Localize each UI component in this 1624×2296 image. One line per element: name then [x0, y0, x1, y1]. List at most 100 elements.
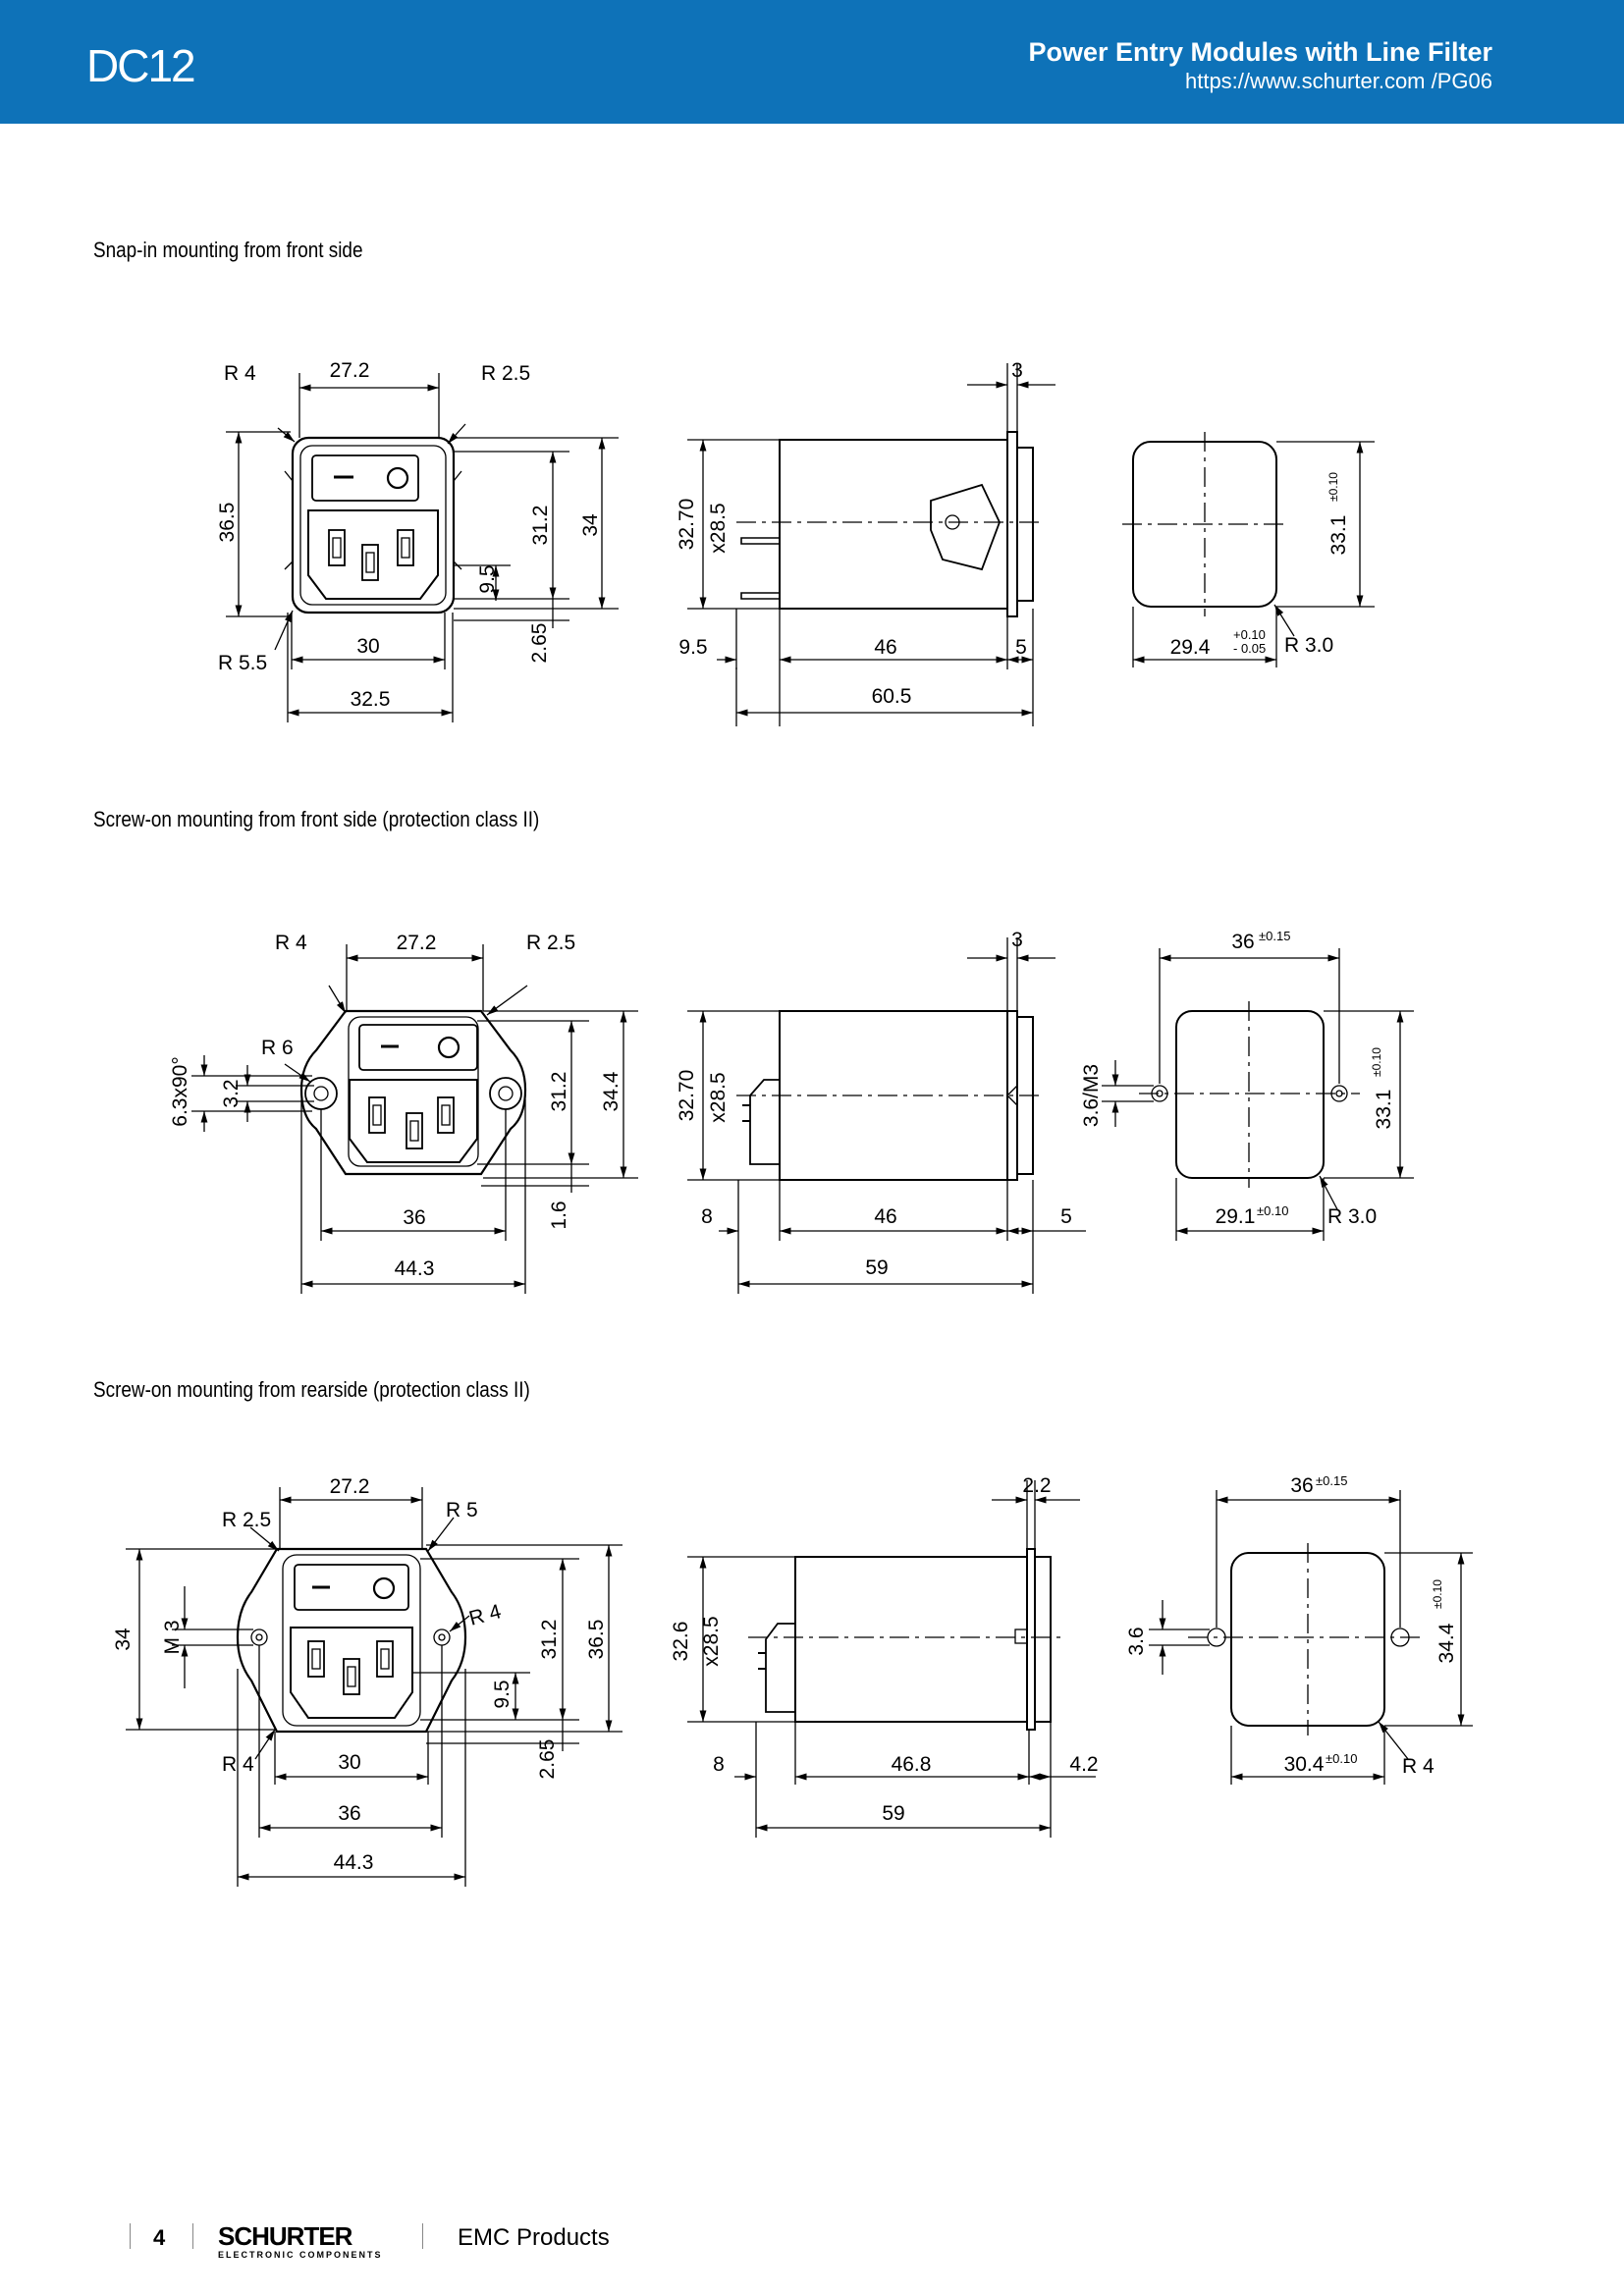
page-header: DC12 Power Entry Modules with Line Filte…: [0, 0, 1624, 124]
dim-s2-back-height-tol: ±0.10: [1370, 1047, 1383, 1077]
snapin-side-view: [736, 431, 1041, 617]
dim-s1-width-outer: 32.5: [351, 688, 391, 711]
page-number: 4: [153, 2225, 166, 2250]
dim-s3-r-top-left: R 2.5: [222, 1509, 271, 1531]
dim-s3-back-width-top-tol: ±0.15: [1316, 1473, 1347, 1488]
screwfront-back-view: [1139, 1001, 1360, 1188]
dim-s2-total-len: 59: [865, 1256, 888, 1279]
dim-s3-pin-len: 8: [713, 1753, 725, 1776]
dim-s3-height-frame: 36.5: [585, 1620, 608, 1660]
dim-s1-r-bottom-left: R 5.5: [218, 652, 267, 674]
dim-s3-height-b: x28.5: [700, 1616, 723, 1666]
dim-s2-r-top-left: R 4: [275, 932, 307, 954]
dim-s2-height-frame: 34.4: [600, 1071, 623, 1111]
dim-s1-back-width-tol-plus: +0.10: [1233, 627, 1266, 642]
dim-s2-flange: 3: [1011, 929, 1023, 951]
dim-s1-flange: 3: [1011, 359, 1023, 382]
dim-s3-r-bottom-left: R 4: [222, 1753, 254, 1776]
dim-s3-back-width-tol: ±0.10: [1326, 1751, 1357, 1766]
dim-s2-back-width-tol: ±0.10: [1257, 1203, 1288, 1218]
dim-s2-width-top: 27.2: [397, 932, 437, 954]
dim-s2-pin-len: 8: [701, 1205, 713, 1228]
dim-s1-height-inner: 31.2: [529, 506, 552, 546]
logo-subtitle: ELECTRONIC COMPONENTS: [218, 2250, 383, 2260]
dim-s1-back-height: 33.1: [1327, 515, 1350, 556]
dim-s3-width-inner: 30: [338, 1751, 360, 1774]
dim-s2-flange-len: 5: [1060, 1205, 1072, 1228]
dim-s1-width-inner: 30: [356, 635, 379, 658]
dim-s3-r-hole: R 4: [466, 1600, 504, 1630]
dim-s1-pin-len: 9.5: [678, 636, 707, 659]
snapin-front-view: [284, 436, 462, 614]
section-title-screw-front: Screw-on mounting from front side (prote…: [93, 807, 540, 831]
dim-s3-back-height-tol: ±0.10: [1431, 1579, 1444, 1609]
dim-s2-height-a: 32.70: [676, 1070, 698, 1122]
dim-s3-body-len: 46.8: [892, 1753, 932, 1776]
dim-s3-width-outer: 44.3: [334, 1851, 374, 1874]
dim-s2-hole-dia: 3.2: [220, 1079, 243, 1107]
dim-s2-back-hole: 3.6/M3: [1080, 1064, 1103, 1127]
screwfront-side-view: [736, 1010, 1041, 1181]
snapin-back-view: [1122, 432, 1288, 616]
screwrear-back-view: [1188, 1543, 1424, 1735]
dim-s1-height-a: 32.70: [676, 499, 698, 551]
dim-s1-r-top-right: R 2.5: [481, 362, 530, 385]
dim-s3-back-width: 30.4: [1284, 1753, 1325, 1776]
dim-s1-total-len: 60.5: [872, 685, 912, 708]
dim-s2-width-outer: 44.3: [395, 1257, 435, 1280]
dim-s2-body-len: 46: [874, 1205, 896, 1228]
section-title-snap-in: Snap-in mounting from front side: [93, 238, 363, 262]
dim-s3-back-width-top: 36: [1290, 1474, 1313, 1497]
screwrear-side-view: [748, 1548, 1060, 1731]
dim-s3-height-outer: 34: [112, 1628, 135, 1651]
dim-s2-hole-spacing: 36: [403, 1206, 425, 1229]
dim-s3-pin-offset: 9.5: [491, 1680, 514, 1708]
dim-s2-bottom-offset: 1.6: [548, 1201, 570, 1229]
dim-s2-back-width: 29.1: [1216, 1205, 1256, 1228]
dim-s1-bottom-offset: 2.65: [528, 623, 551, 664]
logo-brand: SCHURTER: [218, 2221, 352, 2251]
dim-s2-back-width-top: 36: [1231, 931, 1254, 953]
dim-s3-height-inner: 31.2: [538, 1620, 561, 1660]
screwrear-front-view: [236, 1547, 467, 1734]
dim-s3-height-a: 32.6: [670, 1622, 692, 1662]
footer-divider: [192, 2223, 193, 2249]
dim-s2-r-hole: R 6: [261, 1037, 294, 1059]
dim-s1-r-top-left: R 4: [224, 362, 256, 385]
footer-product-line: EMC Products: [458, 2224, 610, 2251]
dim-s2-back-height: 33.1: [1373, 1090, 1395, 1130]
dim-s3-width-top: 27.2: [330, 1475, 370, 1498]
dim-s3-total-len: 59: [882, 1802, 904, 1825]
dim-s1-back-radius: R 3.0: [1284, 634, 1333, 657]
footer-divider: [130, 2223, 131, 2249]
header-url[interactable]: https://www.schurter.com /PG06: [1184, 69, 1492, 93]
dim-s3-flange-len: 4.2: [1069, 1753, 1098, 1776]
dim-s3-thread: M 3: [161, 1620, 184, 1654]
dim-s2-back-width-top-tol: ±0.15: [1259, 929, 1290, 943]
dim-s3-flange: 2.2: [1022, 1474, 1051, 1497]
screwfront-front-view: [299, 1009, 527, 1176]
section-title-screw-rear: Screw-on mounting from rearside (protect…: [93, 1377, 530, 1402]
dim-s2-r-top-right: R 2.5: [526, 932, 575, 954]
dim-s2-height-b: x28.5: [707, 1072, 730, 1122]
dim-s1-pin-offset: 9.5: [476, 564, 499, 593]
dim-s2-height-inner: 31.2: [548, 1072, 570, 1112]
dim-s2-back-radius: R 3.0: [1327, 1205, 1377, 1228]
dim-s1-height-outer: 36.5: [216, 503, 239, 543]
dim-s1-body-len: 46: [874, 636, 896, 659]
dim-s1-back-width: 29.4: [1170, 636, 1211, 659]
dim-s1-flange-len: 5: [1015, 636, 1027, 659]
dim-s3-back-radius: R 4: [1402, 1755, 1435, 1778]
dim-s1-height-frame: 34: [579, 513, 602, 537]
page-footer: 4 SCHURTER ELECTRONIC COMPONENTS EMC Pro…: [0, 2214, 1624, 2260]
dim-s3-bottom-offset: 2.65: [536, 1739, 559, 1780]
dim-s3-r-top-right: R 5: [446, 1499, 478, 1522]
dim-s1-back-width-tol-minus: - 0.05: [1233, 641, 1266, 656]
dim-s1-height-b: x28.5: [707, 503, 730, 553]
footer-divider: [422, 2223, 423, 2249]
dim-s2-countersink: 6.3x90°: [169, 1056, 191, 1126]
dim-s3-back-height: 34.4: [1435, 1623, 1458, 1663]
header-title: Power Entry Modules with Line Filter: [1028, 37, 1492, 67]
schurter-logo: SCHURTER ELECTRONIC COMPONENTS: [218, 2221, 383, 2260]
